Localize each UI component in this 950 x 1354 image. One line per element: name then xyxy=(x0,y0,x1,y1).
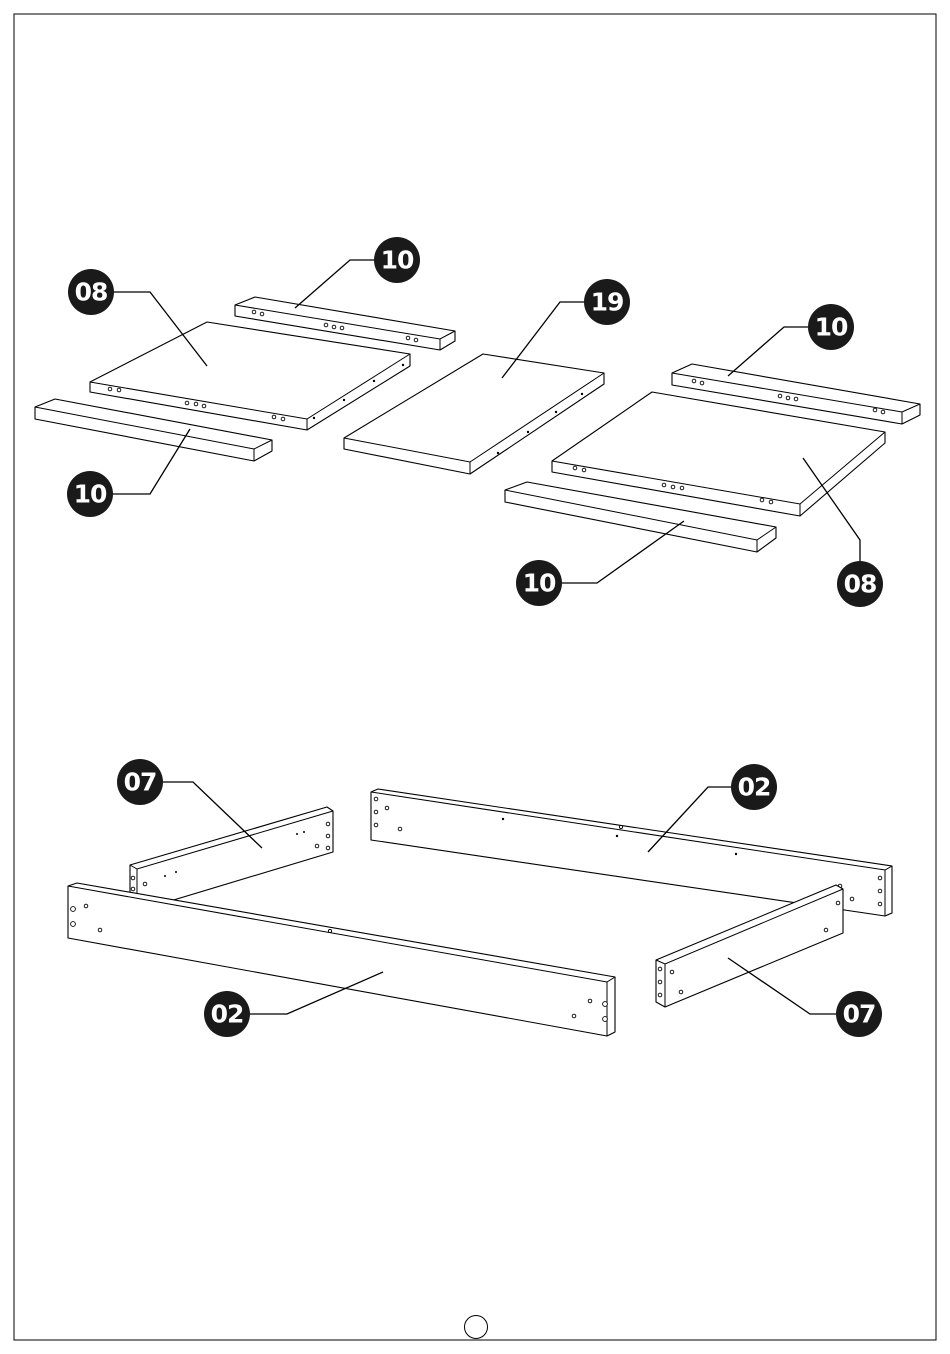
badge-10-bottom-right: 10 xyxy=(516,560,562,606)
badge-02-back-label: 02 xyxy=(738,773,771,802)
badge-10-bottom-right-label: 10 xyxy=(523,569,556,598)
badge-08-left: 08 xyxy=(68,269,114,315)
badge-08-left-label: 08 xyxy=(75,278,108,307)
badge-10-bottom-left-label: 10 xyxy=(74,480,107,509)
badge-10-top-right: 10 xyxy=(808,304,854,350)
badge-10-top-right-label: 10 xyxy=(815,313,848,342)
badge-08-right: 08 xyxy=(837,561,883,607)
badge-10-top-left: 10 xyxy=(374,237,420,283)
rail-02-front xyxy=(68,883,615,1036)
badge-02-back: 02 xyxy=(731,764,777,810)
badge-07-left-label: 07 xyxy=(124,768,157,797)
badge-07-left: 07 xyxy=(117,759,163,805)
badge-19: 19 xyxy=(584,279,630,325)
page-number-circle xyxy=(465,1316,488,1339)
badge-02-front: 02 xyxy=(204,991,250,1037)
rail-07-right xyxy=(656,885,843,1007)
badge-10-top-left-label: 10 xyxy=(381,246,414,275)
badge-02-front-label: 02 xyxy=(211,1000,244,1029)
badge-10-bottom-left: 10 xyxy=(67,471,113,517)
badge-07-right: 07 xyxy=(836,991,882,1037)
panel-08-left xyxy=(90,322,410,430)
badge-07-right-label: 07 xyxy=(843,1000,876,1029)
rail-07-left xyxy=(130,807,333,911)
page-border xyxy=(14,14,936,1340)
badge-08-right-label: 08 xyxy=(844,570,877,599)
badge-19-label: 19 xyxy=(591,288,624,317)
